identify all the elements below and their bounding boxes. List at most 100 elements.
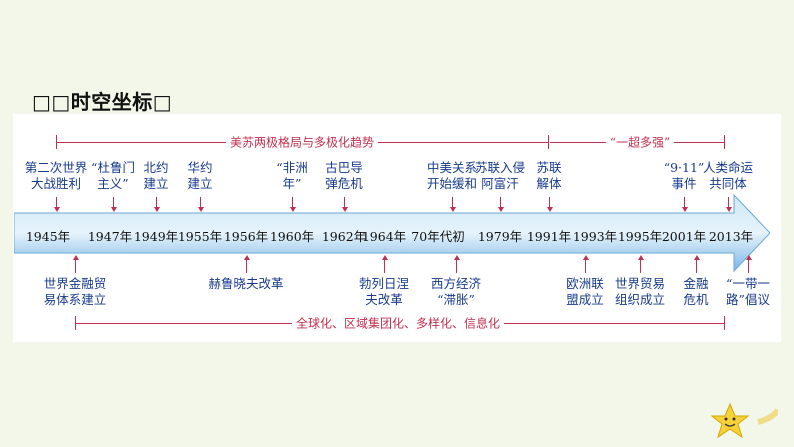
event-above: 中美关系开始缓和 — [427, 160, 477, 192]
event-line: 苏联 — [536, 160, 562, 175]
period-label-globalization: 全球化、区域集团化、多样化、信息化 — [291, 314, 505, 332]
event-pointer — [384, 258, 385, 273]
year-label: 1991年 — [526, 229, 572, 244]
event-pointer-head — [53, 207, 60, 212]
event-pointer — [748, 258, 749, 273]
event-line: 组织成立 — [614, 292, 666, 307]
event-pointer-head — [72, 255, 79, 260]
event-line: “9·11” — [663, 160, 705, 175]
event-line: 阿富汗 — [481, 176, 519, 191]
event-below: 赫鲁晓夫改革 — [208, 276, 283, 292]
event-pointer — [344, 197, 345, 210]
event-pointer-head — [745, 255, 752, 260]
event-pointer-head — [637, 255, 644, 260]
event-line: “滞胀” — [437, 292, 475, 307]
event-line: 大战胜利 — [30, 176, 82, 191]
event-above: “非洲年” — [276, 160, 307, 192]
event-line: 路”倡议 — [726, 292, 770, 307]
year-label: 1956年 — [223, 229, 269, 244]
event-pointer-head — [153, 207, 160, 212]
year-label: 1947年 — [87, 229, 133, 244]
event-pointer — [684, 197, 685, 210]
event-line: 中美关系 — [426, 160, 478, 175]
event-line: 夫改革 — [365, 292, 403, 307]
event-pointer — [456, 258, 457, 273]
event-line: 古巴导 — [325, 160, 363, 175]
event-pointer — [696, 258, 697, 273]
event-line: 金融 — [683, 276, 709, 291]
period-label-bipolar: 美苏两极格局与多极化趋势 — [225, 133, 379, 151]
event-line: “非洲 — [276, 160, 308, 175]
event-above: 北约建立 — [143, 160, 168, 192]
event-pointer-head — [381, 255, 388, 260]
event-line: 主义” — [97, 176, 129, 191]
event-line: 建立 — [143, 176, 169, 191]
event-line: 建立 — [187, 176, 213, 191]
event-above: “杜鲁门主义” — [91, 160, 135, 192]
period-tick — [75, 316, 76, 330]
event-below: 西方经济“滞胀” — [431, 276, 481, 308]
event-line: 事件 — [671, 176, 697, 191]
year-label: 1945年 — [25, 229, 71, 244]
event-above: 第二次世界大战胜利 — [25, 160, 88, 192]
year-label: 70年代初 — [411, 229, 465, 244]
event-pointer — [640, 258, 641, 273]
timeline-arrow — [14, 193, 770, 273]
period-label-superpower: “一超多强” — [605, 133, 675, 151]
event-pointer — [452, 197, 453, 210]
event-pointer — [500, 197, 501, 210]
event-line: 弹危机 — [325, 176, 363, 191]
smiling-star-icon — [710, 402, 778, 439]
period-tick — [56, 135, 57, 149]
event-line: 第二次世界 — [24, 160, 88, 175]
event-pointer — [113, 197, 114, 210]
event-pointer — [75, 258, 76, 273]
event-line: 赫鲁晓夫改革 — [208, 276, 284, 291]
timeline-arrow-shape — [14, 193, 770, 273]
event-pointer-head — [497, 207, 504, 212]
event-line: 人类命运 — [702, 160, 754, 175]
event-line: 世界贸易 — [614, 276, 666, 291]
event-pointer — [585, 258, 586, 273]
event-line: 年” — [282, 176, 302, 191]
period-tick — [724, 316, 725, 330]
event-pointer-head — [725, 207, 732, 212]
year-label: 1962年 — [321, 229, 367, 244]
event-pointer-head — [197, 207, 204, 212]
event-line: 欧洲联 — [566, 276, 604, 291]
event-line: 勃列日涅 — [358, 276, 410, 291]
event-below: 欧洲联盟成立 — [566, 276, 604, 308]
year-label: 1993年 — [572, 229, 618, 244]
event-line: 解体 — [536, 176, 562, 191]
event-below: 世界贸易组织成立 — [615, 276, 665, 308]
event-pointer — [549, 197, 550, 210]
event-pointer — [156, 197, 157, 210]
event-pointer-head — [693, 255, 700, 260]
event-line: 北约 — [143, 160, 169, 175]
event-below: 勃列日涅夫改革 — [359, 276, 409, 308]
event-line: 苏联入侵 — [474, 160, 526, 175]
year-label: 1955年 — [177, 229, 223, 244]
period-tick — [548, 135, 549, 149]
year-label: 1949年 — [133, 229, 179, 244]
event-above: “9·11”事件 — [664, 160, 705, 192]
event-above: 古巴导弹危机 — [325, 160, 363, 192]
event-line: “杜鲁门 — [91, 160, 135, 175]
event-pointer-head — [453, 255, 460, 260]
year-label: 1979年 — [477, 229, 523, 244]
year-label: 1995年 — [617, 229, 663, 244]
year-label: 1960年 — [269, 229, 315, 244]
event-line: 开始缓和 — [426, 176, 478, 191]
event-line: 危机 — [683, 292, 709, 307]
event-above: 苏联入侵阿富汗 — [475, 160, 525, 192]
event-line: 易体系建立 — [43, 292, 107, 307]
event-above: 华约建立 — [187, 160, 212, 192]
event-pointer — [728, 197, 729, 210]
event-line: 世界金融贸 — [43, 276, 107, 291]
event-above: 人类命运共同体 — [703, 160, 753, 192]
event-pointer-head — [681, 207, 688, 212]
event-above: 苏联解体 — [536, 160, 561, 192]
event-pointer-head — [582, 255, 589, 260]
event-below: 金融危机 — [683, 276, 708, 308]
event-line: 共同体 — [709, 176, 747, 191]
